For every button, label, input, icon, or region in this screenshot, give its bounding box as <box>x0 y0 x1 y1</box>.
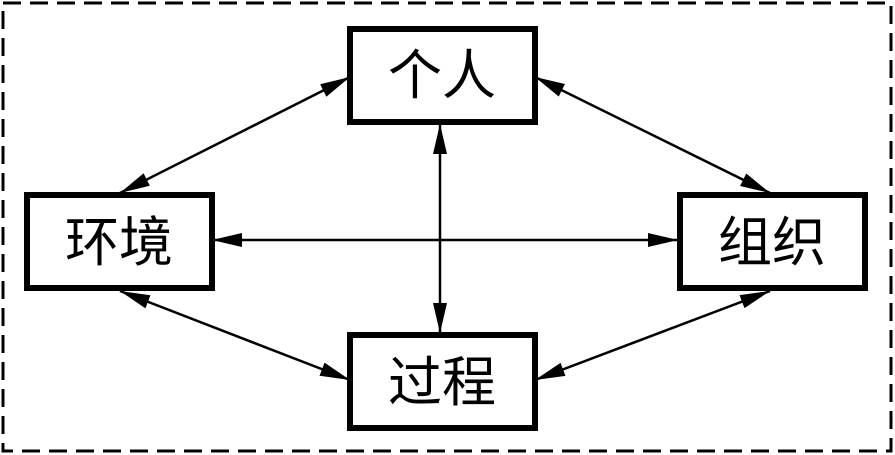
node-organization: 组织 <box>677 192 868 291</box>
node-individual-label: 个人 <box>388 44 496 107</box>
node-organization-label: 组织 <box>718 211 826 274</box>
node-environment-label: 环境 <box>65 211 173 274</box>
node-environment: 环境 <box>24 192 215 291</box>
node-process: 过程 <box>347 332 538 431</box>
node-process-label: 过程 <box>388 351 496 414</box>
edge-individual-environment <box>119 75 351 195</box>
edge-organization-process <box>534 289 771 382</box>
edge-individual-organization <box>534 75 771 195</box>
node-individual: 个人 <box>347 26 538 125</box>
edge-environment-process <box>119 289 351 382</box>
